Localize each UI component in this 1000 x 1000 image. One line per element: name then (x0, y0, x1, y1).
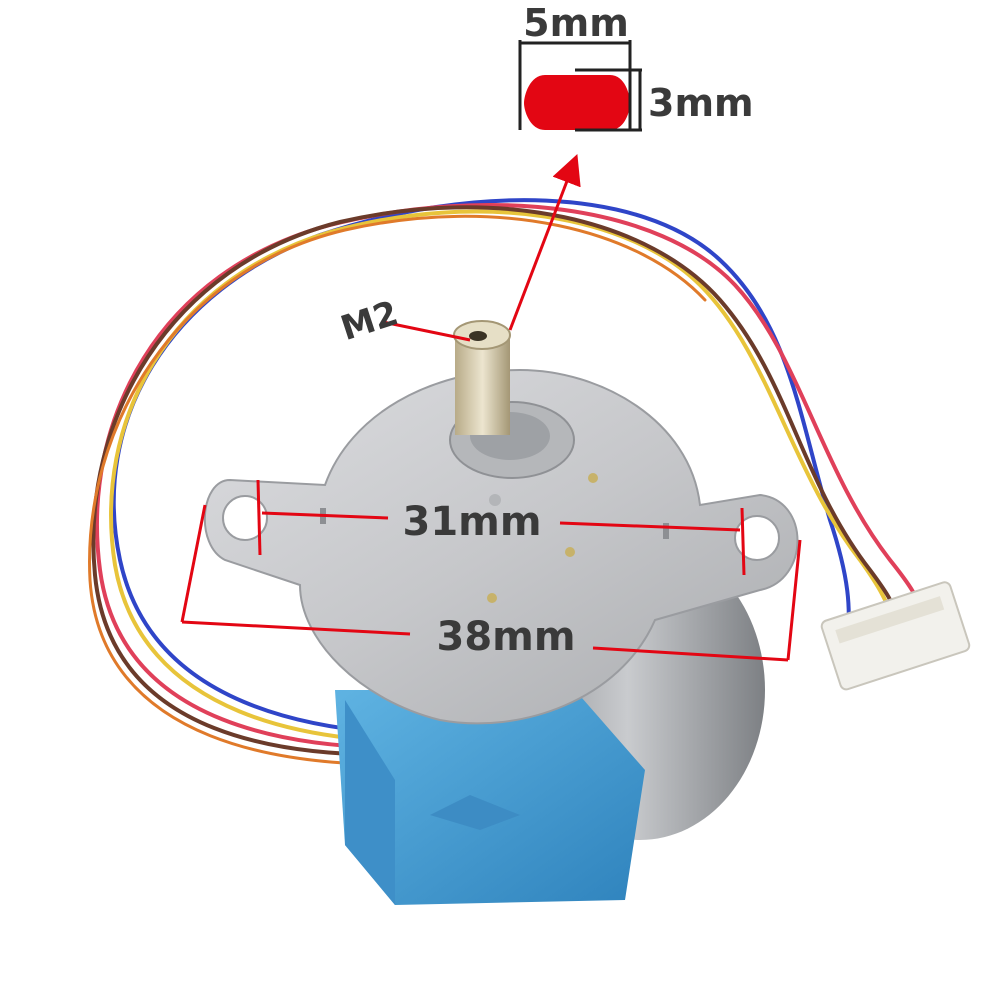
wire-brown (91, 205, 900, 757)
dimension-lines (180, 153, 802, 662)
wire-yellow (109, 209, 894, 744)
shaft-thickness-label: 3mm (648, 81, 754, 125)
thread-label: M2 (336, 293, 403, 349)
hole-spacing-line-right (559, 521, 741, 532)
gear-housing (335, 690, 645, 905)
body-width-tick-right (786, 539, 802, 661)
mounting-hole-left (222, 495, 268, 541)
connector (820, 581, 971, 691)
mounting-hole-right (734, 515, 780, 561)
body-width-line-right (592, 646, 789, 662)
shaft-arrow (508, 153, 581, 331)
thread-hole (469, 331, 487, 341)
thread-pointer (382, 320, 471, 342)
body-width-label: 38mm (436, 614, 575, 660)
output-shaft (449, 320, 575, 479)
shaft-cross-section (518, 40, 642, 132)
hole-spacing-label: 31mm (402, 499, 541, 545)
wire-blue (111, 198, 851, 738)
hole-spacing-tick-right (740, 507, 746, 576)
hole-spacing-tick-left (256, 479, 262, 556)
body-width-tick-left (180, 504, 207, 623)
wire-bundle (88, 198, 922, 766)
hole-spacing-line-left (261, 511, 389, 520)
wire-orange (88, 214, 707, 766)
shaft-width-label: 5mm (523, 1, 629, 45)
body-width-line-left (181, 620, 411, 636)
